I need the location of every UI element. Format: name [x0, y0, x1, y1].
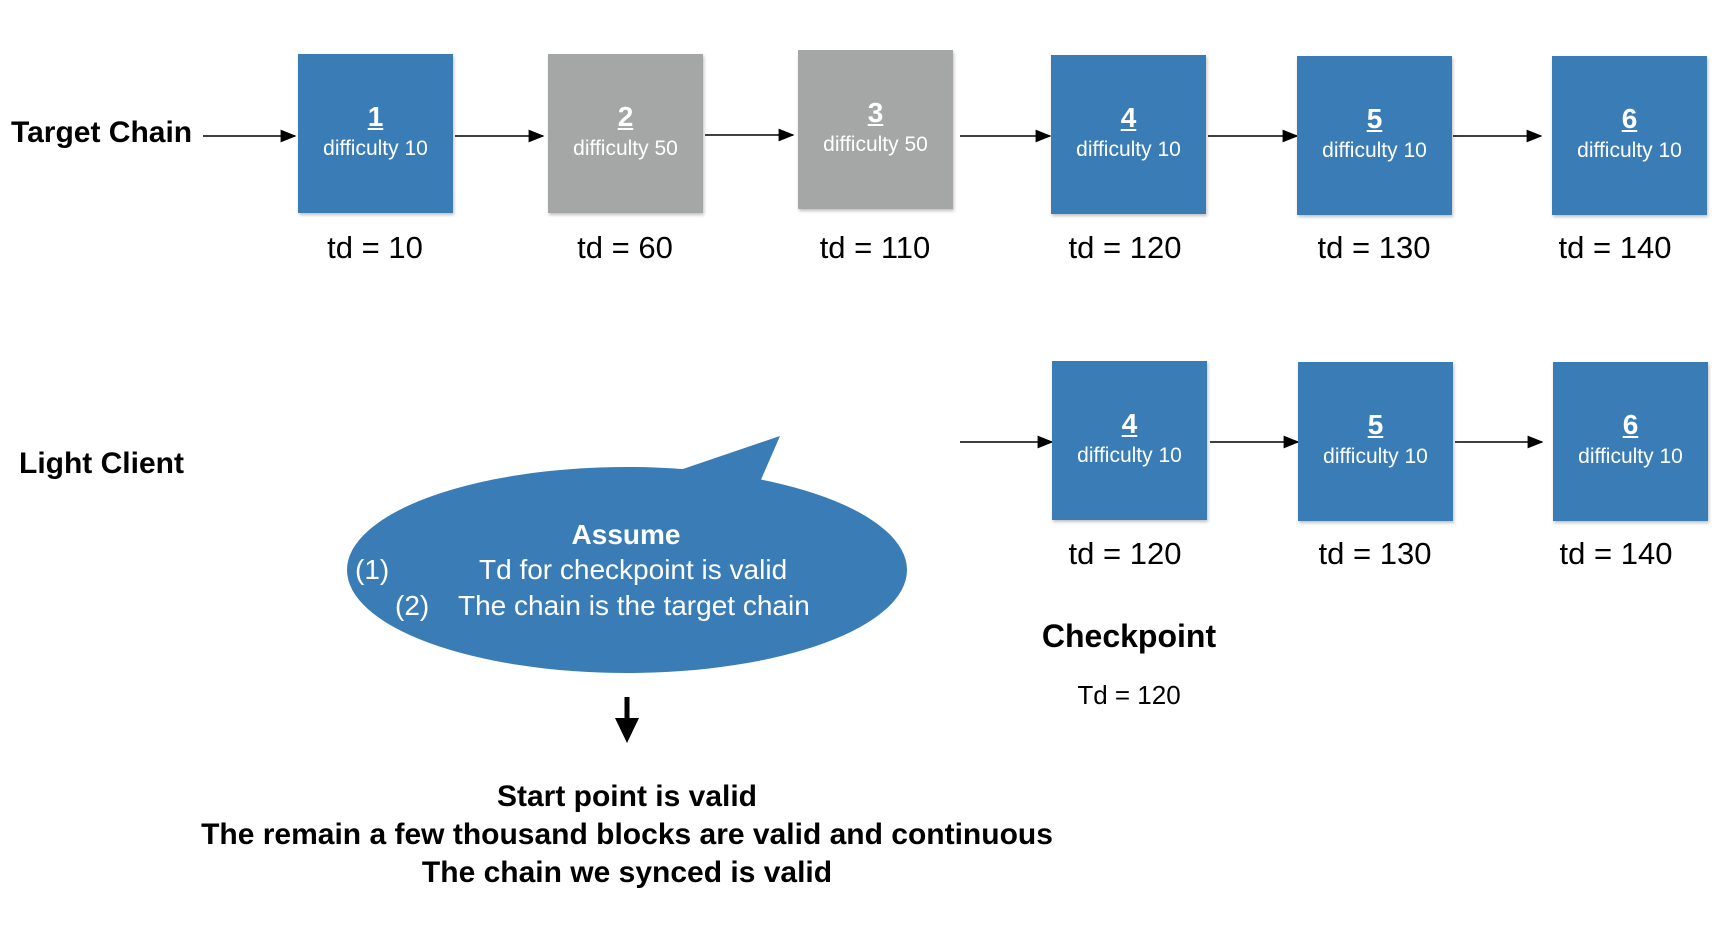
target-td-6: td = 140	[1558, 230, 1672, 265]
target-td-2: td = 60	[577, 230, 673, 265]
light-block-4: 4 difficulty 10	[1052, 361, 1207, 520]
light-block-6: 6 difficulty 10	[1553, 362, 1708, 521]
block-difficulty: difficulty 10	[1577, 139, 1682, 162]
down-arrow-icon	[615, 697, 639, 743]
block-number: 6	[1622, 409, 1639, 440]
target-td-1: td = 10	[327, 230, 423, 265]
checkpoint-title: Checkpoint	[1041, 618, 1217, 654]
block-difficulty: difficulty 50	[823, 133, 928, 156]
target-block-5: 5 difficulty 10	[1297, 56, 1452, 215]
conclusion-line-2: The remain a few thousand blocks are val…	[201, 818, 1053, 851]
conclusion-line-3: The chain we synced is valid	[421, 856, 833, 889]
block-difficulty: difficulty 50	[573, 137, 678, 160]
target-block-3: 3 difficulty 50	[798, 50, 953, 209]
light-td-5: td = 130	[1318, 536, 1432, 571]
target-block-6: 6 difficulty 10	[1552, 56, 1707, 215]
target-block-1: 1 difficulty 10	[298, 54, 453, 213]
bubble-title: Assume	[571, 519, 681, 550]
light-block-5: 5 difficulty 10	[1298, 362, 1453, 521]
target-block-2: 2 difficulty 50	[548, 54, 703, 213]
block-difficulty: difficulty 10	[1578, 445, 1683, 468]
block-number: 2	[617, 101, 634, 132]
block-number: 5	[1367, 409, 1384, 440]
light-client-label: Light Client	[19, 447, 184, 480]
conclusion-line-1: Start point is valid	[496, 780, 758, 813]
light-td-6: td = 140	[1559, 536, 1673, 571]
block-difficulty: difficulty 10	[1076, 138, 1181, 161]
speech-bubble	[347, 436, 907, 673]
assumption-2-marker: (2)	[395, 590, 430, 621]
target-chain-label: Target Chain	[11, 116, 193, 149]
target-td-4: td = 120	[1068, 230, 1182, 265]
assumption-2-text: The chain is the target chain	[458, 590, 810, 621]
light-td-4: td = 120	[1068, 536, 1182, 571]
target-block-4: 4 difficulty 10	[1051, 55, 1206, 214]
block-number: 3	[867, 97, 884, 128]
block-difficulty: difficulty 10	[1077, 444, 1182, 467]
target-td-3: td = 110	[819, 230, 931, 265]
block-number: 5	[1366, 103, 1383, 134]
block-number: 6	[1621, 103, 1638, 134]
assumption-1-text: Td for checkpoint is valid	[479, 554, 788, 585]
checkpoint-td: Td = 120	[1077, 680, 1181, 710]
target-td-5: td = 130	[1317, 230, 1431, 265]
block-number: 4	[1121, 408, 1138, 439]
block-number: 4	[1120, 102, 1137, 133]
assumption-1-marker: (1)	[355, 554, 390, 585]
block-difficulty: difficulty 10	[1323, 445, 1428, 468]
block-difficulty: difficulty 10	[1322, 139, 1427, 162]
block-number: 1	[367, 101, 384, 132]
block-difficulty: difficulty 10	[323, 137, 428, 160]
